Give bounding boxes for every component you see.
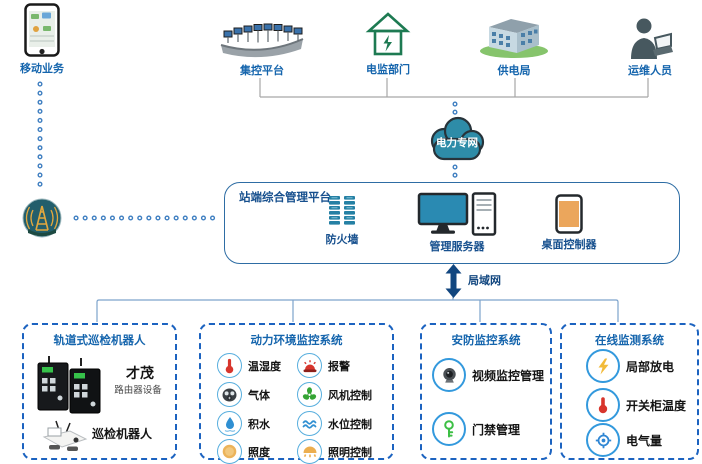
management-server-label: 管理服务器	[429, 241, 485, 253]
station-platform-box: 站端综合管理平台 防火墙	[224, 182, 680, 264]
fan-control-label: 风机控制	[328, 389, 372, 402]
control-room-icon	[220, 23, 304, 58]
alarm-icon	[297, 353, 322, 378]
water-level-icon	[297, 411, 322, 436]
temp-humidity-label: 温湿度	[248, 360, 281, 373]
alarm-label: 报警	[328, 360, 350, 373]
gas-mask-icon	[217, 382, 242, 407]
item-electrical-quantity: 电气量	[586, 423, 662, 457]
video-surveillance-label: 视频监控管理	[472, 368, 545, 383]
item-video-surveillance: 视频监控管理	[432, 358, 544, 392]
top-tree-connector	[259, 78, 649, 98]
item-lighting-control: 照明控制	[297, 439, 372, 464]
lan-arrow-icon	[445, 264, 462, 298]
platform-item-firewall: 防火墙	[306, 195, 378, 247]
node-power-supervision: 电监部门	[343, 11, 433, 77]
radio-tower-icon	[22, 198, 62, 238]
subsystem-online-monitoring: 在线监测系统 局部放电 开关柜温度 电气量	[560, 323, 699, 460]
item-alarm: 报警	[297, 353, 350, 378]
lighting-control-label: 照明控制	[328, 446, 372, 459]
item-water-level: 水位控制	[297, 411, 372, 436]
lan-label: 局域网	[468, 275, 501, 287]
power-house-icon	[365, 12, 411, 56]
item-access-control: 门禁管理	[432, 412, 520, 446]
cloud-label: 电力专网	[436, 137, 478, 149]
fan-icon	[297, 382, 322, 407]
illuminance-label: 照度	[248, 446, 270, 459]
item-illuminance: 照度	[217, 439, 270, 464]
inspection-robot-icon	[42, 420, 88, 451]
control-platform-label: 集控平台	[240, 65, 284, 77]
water-drop-icon	[217, 411, 242, 436]
camera-icon	[432, 358, 466, 392]
item-switchgear-temp: 开关柜温度	[586, 388, 686, 422]
station-platform-title: 站端综合管理平台	[239, 192, 331, 204]
thermometer-icon	[586, 388, 620, 422]
tablet-icon	[555, 194, 583, 234]
subsystem-security: 安防监控系统 视频监控管理 门禁管理	[420, 323, 552, 460]
router-desc: 路由器设备	[114, 385, 162, 396]
rail-robot-title: 轨道式巡检机器人	[53, 335, 146, 347]
firewall-icon	[329, 196, 355, 225]
subsystem-rail-robot: 轨道式巡检机器人 才茂 路由器设备	[22, 323, 177, 460]
item-gas: 气体	[217, 382, 270, 407]
inspection-robot-label: 巡检机器人	[92, 427, 153, 441]
power-bureau-label: 供电局	[497, 65, 531, 77]
desktop-controller-label: 桌面控制器	[541, 239, 597, 251]
lamp-icon	[297, 439, 322, 464]
item-fan-control: 风机控制	[297, 382, 372, 407]
gauge-icon	[586, 423, 620, 457]
access-control-label: 门禁管理	[472, 422, 521, 437]
partial-discharge-label: 局部放电	[626, 359, 675, 374]
operator-icon	[631, 18, 673, 59]
cloud-icon	[430, 116, 485, 161]
lightning-icon	[586, 349, 620, 383]
security-title: 安防监控系统	[451, 335, 521, 347]
server-icon	[417, 192, 497, 236]
firewall-label: 防火墙	[325, 234, 359, 246]
thermometer-icon	[217, 353, 242, 378]
item-temp-humidity: 温湿度	[217, 353, 281, 378]
switchgear-temp-label: 开关柜温度	[626, 398, 687, 413]
node-mobile: 移动业务	[10, 3, 74, 76]
node-control-platform: 集控平台	[217, 19, 307, 78]
mobile-label: 移动业务	[20, 63, 64, 75]
subsystem-power-env: 动力环境监控系统 温湿度 气体 积水 照度	[199, 323, 394, 464]
gas-label: 气体	[248, 389, 270, 402]
water-accumulation-label: 积水	[248, 418, 270, 431]
router-devices-icon	[37, 356, 101, 414]
bottom-tree-connector	[96, 296, 619, 322]
key-icon	[432, 412, 466, 446]
smartphone-icon	[24, 3, 60, 57]
node-ops-staff: 运维人员	[603, 17, 697, 78]
item-water-accumulation: 积水	[217, 411, 270, 436]
inspection-robot-item: 巡检机器人	[92, 425, 152, 442]
item-partial-discharge: 局部放电	[586, 349, 674, 383]
electrical-quantity-label: 电气量	[626, 433, 663, 448]
water-level-label: 水位控制	[328, 418, 372, 431]
platform-item-server: 管理服务器	[417, 192, 497, 254]
platform-item-tablet: 桌面控制器	[529, 194, 609, 252]
illuminance-icon	[217, 439, 242, 464]
online-monitoring-title: 在线监测系统	[595, 335, 664, 347]
node-power-bureau: 供电局	[470, 13, 558, 78]
building-icon	[480, 19, 548, 58]
router-brand: 才茂	[126, 365, 154, 381]
power-env-title: 动力环境监控系统	[250, 335, 343, 347]
power-supervision-label: 电监部门	[366, 64, 410, 76]
node-wireless-tower	[22, 198, 62, 243]
node-cloud: 电力专网	[424, 115, 490, 163]
ops-staff-label: 运维人员	[628, 65, 672, 77]
